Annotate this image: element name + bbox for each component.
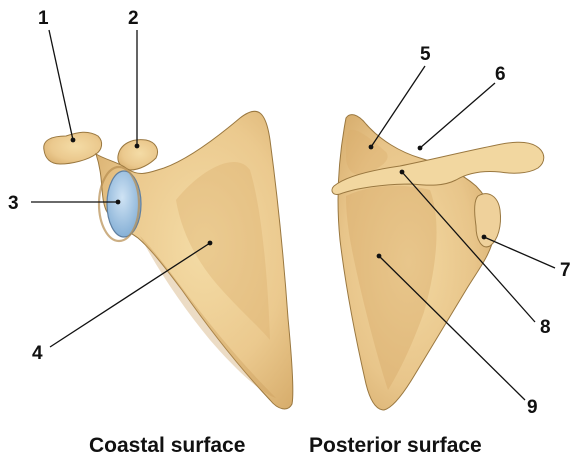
leader-dot-6 xyxy=(418,146,423,151)
callout-label-2: 2 xyxy=(128,8,139,29)
leader-dot-7 xyxy=(482,235,487,240)
callout-label-5: 5 xyxy=(420,44,431,65)
leader-line-1 xyxy=(49,30,73,140)
leader-dot-5 xyxy=(369,145,374,150)
callout-label-8: 8 xyxy=(540,317,551,338)
leader-line-6 xyxy=(420,83,495,148)
leader-dot-2 xyxy=(135,144,140,149)
callout-label-7: 7 xyxy=(560,260,571,281)
leader-dot-4 xyxy=(208,241,213,246)
glenoid-cavity xyxy=(107,171,141,237)
leader-line-5 xyxy=(371,66,425,147)
leader-dot-8 xyxy=(400,170,405,175)
caption-coastal-surface: Coastal surface xyxy=(89,434,245,458)
leader-dot-1 xyxy=(71,138,76,143)
right-scapula-posterior-view xyxy=(332,115,544,410)
leader-dot-9 xyxy=(377,254,382,259)
callout-label-1: 1 xyxy=(38,8,49,29)
callout-label-9: 9 xyxy=(527,397,538,418)
leader-line-7 xyxy=(484,237,555,268)
callout-label-4: 4 xyxy=(32,343,43,364)
caption-posterior-surface: Posterior surface xyxy=(309,434,482,458)
left-scapula-costal-view xyxy=(44,111,293,409)
callout-label-3: 3 xyxy=(8,193,19,214)
callout-label-6: 6 xyxy=(495,64,506,85)
leader-dot-3 xyxy=(116,200,121,205)
